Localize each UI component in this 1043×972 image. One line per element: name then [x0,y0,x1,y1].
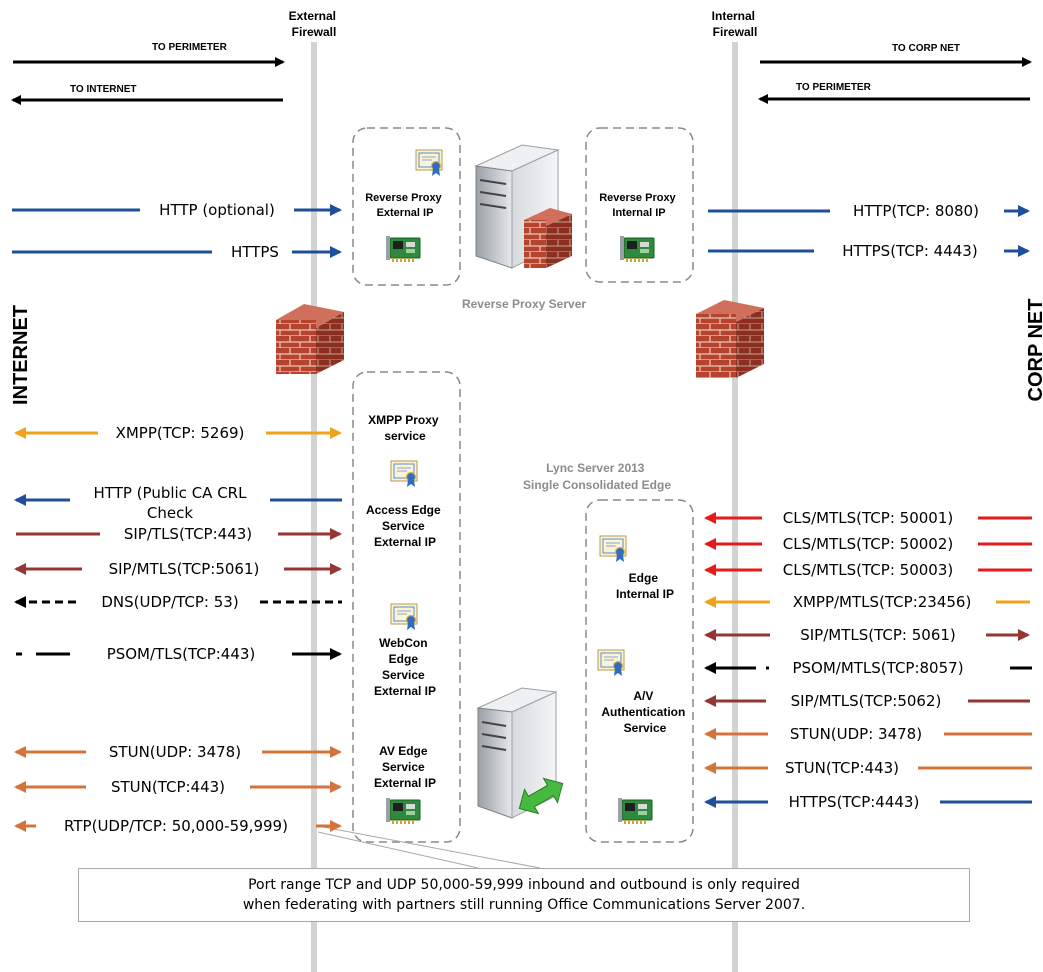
corp-net-zone-label: CORP NET [1025,299,1043,402]
legend-to-corp-net-label: TO CORP NET [892,43,960,54]
cls-50001-flow-label: CLS/MTLS(TCP: 50001) [783,509,953,527]
xmpp-mtls-flow-label: XMPP/MTLS(TCP:23456) [793,593,972,611]
note-callout-line [317,825,541,869]
certificate-icon [599,535,627,563]
firewall-brick-icon [524,208,572,268]
http-8080-flow-label: HTTP(TCP: 8080) [853,202,979,220]
https-4443-flow-label: HTTPS(TCP: 4443) [842,242,977,260]
external-firewall-brick-icon [276,304,344,374]
certificate-icon [597,649,625,677]
psom-mtls-flow-label: PSOM/MTLS(TCP:8057) [792,659,963,677]
access-edge-external-ip-label: Access Edge Service External IP [366,503,444,549]
https-4443-right-flow-label: HTTPS(TCP:4443) [789,793,920,811]
federation-note-line: Port range TCP and UDP 50,000-59,999 inb… [248,877,800,893]
crl-flow-label: HTTP (Public CA CRL [94,484,248,502]
internet-zone-label: INTERNET [10,305,32,405]
rtp-flow-label: RTP(UDP/TCP: 50,000-59,999) [64,817,288,835]
legend-to-internet-label: TO INTERNET [70,84,136,95]
cls-50002-flow-label: CLS/MTLS(TCP: 50002) [783,535,953,553]
sip-5062-flow-label: SIP/MTLS(TCP:5062) [791,692,942,710]
https-flow-label: HTTPS [231,243,279,261]
legend-to-perimeter-right-label: TO PERIMETER [796,82,872,93]
edge-title-label: Lync Server 2013 Single Consolidated Edg… [523,461,671,492]
reverse-proxy-server-label: Reverse Proxy Server [462,297,586,311]
av-authentication-service-label: A/V Authentication Service [601,689,688,735]
certificate-icon [415,149,443,177]
network-card-icon [617,797,653,825]
bidirectional-green-arrow-icon [518,777,564,815]
webcon-edge-external-ip-label: WebCon Edge Service External IP [374,636,436,698]
federation-note: Port range TCP and UDP 50,000-59,999 inb… [78,868,970,922]
reverse-proxy-external-box [352,127,461,286]
sip-tls-flow-label: SIP/TLS(TCP:443) [124,525,252,543]
legend-to-perimeter-left-label: TO PERIMETER [152,42,228,53]
reverse-proxy-external-label: Reverse Proxy External IP [365,192,445,219]
cls-50003-flow-label: CLS/MTLS(TCP: 50003) [783,561,953,579]
internal-firewall-label: Internal Firewall [712,9,759,39]
network-card-icon [385,797,421,825]
external-firewall-label: External Firewall [289,9,340,39]
certificate-icon [390,460,418,488]
stun-udp-right-flow-label: STUN(UDP: 3478) [790,725,922,743]
network-card-icon [619,235,655,263]
network-card-icon [385,235,421,263]
xmpp-flow-label: XMPP(TCP: 5269) [116,424,245,442]
crl-flow-label: Check [147,504,193,522]
edge-external-box [352,371,461,843]
dns-flow-label: DNS(UDP/TCP: 53) [101,593,238,611]
xmpp-proxy-service-label: XMPP Proxy service [368,413,442,443]
note-callout-line [317,831,479,869]
edge-internal-box [585,499,694,843]
edge-internal-ip-label: Edge Internal IP [616,571,674,601]
stun-tcp-flow-label: STUN(TCP:443) [111,778,225,796]
psom-tls-flow-label: PSOM/TLS(TCP:443) [107,645,256,663]
certificate-icon [390,603,418,631]
av-edge-external-ip-label: AV Edge Service External IP [374,744,436,790]
reverse-proxy-internal-label: Reverse Proxy Internal IP [599,192,679,219]
federation-note-line: when federating with partners still runn… [242,897,806,913]
reverse-proxy-internal-box [585,127,694,283]
http-optional-flow-label: HTTP (optional) [159,201,275,219]
stun-udp-flow-label: STUN(UDP: 3478) [109,743,241,761]
sip-mtls-flow-label: SIP/MTLS(TCP:5061) [109,560,260,578]
stun-tcp-right-flow-label: STUN(TCP:443) [785,759,899,777]
reverse-proxy-server-icon [474,144,560,269]
internal-firewall-brick-icon [696,300,764,378]
sip-5061-flow-label: SIP/MTLS(TCP: 5061) [800,626,956,644]
